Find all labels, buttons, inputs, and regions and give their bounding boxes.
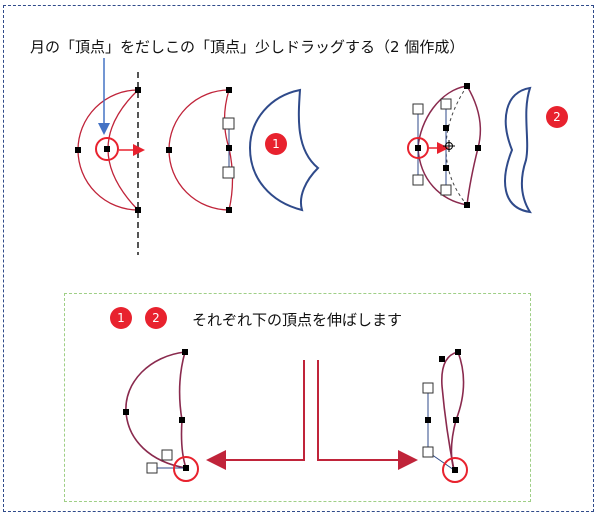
crescent-outline	[504, 86, 532, 214]
vertex-handle	[226, 207, 232, 213]
moon-result-1: 1	[248, 88, 320, 212]
moon-step-3	[407, 83, 482, 208]
control-handle	[146, 462, 158, 474]
control-handle	[222, 166, 235, 179]
outer-arc	[168, 89, 230, 211]
vertex-handle	[439, 356, 445, 362]
vertex-handle	[226, 87, 232, 93]
vertex-handle	[452, 467, 458, 473]
instruction-top: 月の「頂点」をだしこの「頂点」少しドラッグする（2 個作成）	[30, 38, 465, 56]
highlight-circle	[407, 137, 429, 159]
vertex-handle	[464, 83, 470, 89]
svg-text:1: 1	[117, 311, 125, 325]
vertex-handle	[453, 417, 459, 423]
svg-text:1: 1	[272, 137, 280, 151]
control-handle	[422, 446, 434, 458]
control-handle	[422, 382, 434, 394]
vertex-handle	[123, 409, 129, 415]
control-handle	[412, 174, 424, 186]
arrow-left	[206, 360, 305, 470]
vertex-handle	[179, 417, 185, 423]
badge-1-bottom: 1	[110, 307, 132, 329]
moon-step-1	[75, 58, 145, 255]
vertex-handle	[75, 147, 81, 153]
vertex-handle	[425, 417, 431, 423]
moon-result-2: 2	[504, 86, 568, 214]
inner-dashed-frame	[64, 293, 531, 502]
moon-outline	[248, 88, 320, 212]
outer-dashed-frame	[3, 5, 594, 512]
vertex-handle	[443, 125, 449, 131]
instruction-bottom: それぞれ下の頂点を伸ばします	[192, 311, 403, 329]
control-handle	[222, 117, 235, 130]
svg-text:2: 2	[553, 110, 561, 124]
vertex-handle	[443, 165, 449, 171]
badge-2: 2	[546, 106, 568, 128]
highlight-circle	[95, 137, 119, 161]
left-curve	[441, 351, 459, 471]
arrow-right	[317, 360, 418, 470]
vertex-handle	[464, 202, 470, 208]
moon-step-2	[166, 87, 235, 213]
badge-2-bottom: 2	[145, 307, 167, 329]
control-handle	[440, 184, 452, 196]
control-handle	[412, 103, 424, 115]
vertex-handle	[166, 147, 172, 153]
vertex-handle	[455, 349, 461, 355]
svg-text:2: 2	[152, 311, 160, 325]
vertex-handle	[475, 145, 481, 151]
control-handle	[161, 449, 173, 461]
vertex-handle	[135, 87, 141, 93]
move-cursor-icon	[443, 140, 455, 152]
vertex-handle	[226, 145, 232, 151]
stretched-shape-1	[123, 349, 199, 482]
highlight-circle	[173, 456, 199, 482]
highlight-circle	[442, 457, 468, 483]
vertex-handle	[182, 349, 188, 355]
control-handle	[440, 98, 452, 110]
vertex-handle	[104, 146, 110, 152]
vertex-handle	[135, 207, 141, 213]
right-curve	[450, 351, 465, 471]
vertex-handle	[415, 145, 421, 151]
connector-arrows	[206, 360, 418, 470]
stretched-shape-2	[422, 349, 468, 483]
vertex-handle	[183, 465, 189, 471]
inner-curve	[178, 351, 187, 469]
badge-1: 1	[265, 133, 287, 155]
outer-curve	[125, 351, 187, 469]
